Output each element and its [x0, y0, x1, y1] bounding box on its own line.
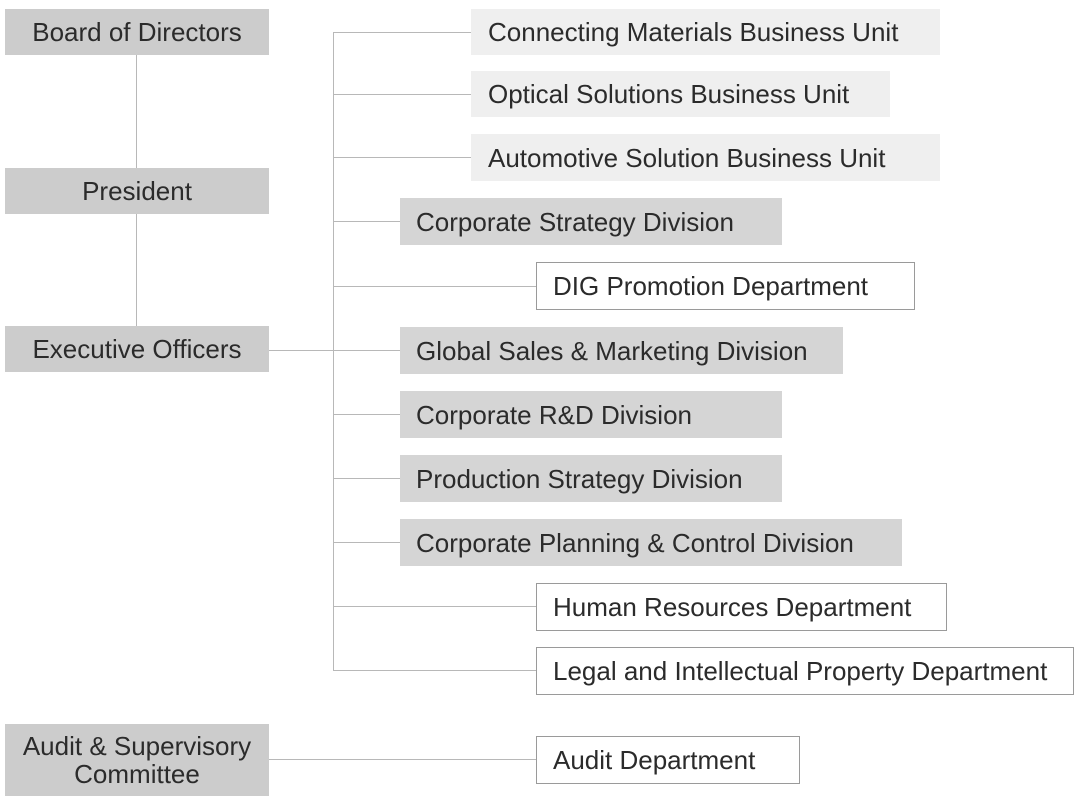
vertical-trunk-line	[333, 32, 334, 670]
corporate-strategy-division-box: Corporate Strategy Division	[400, 198, 782, 245]
audit-committee-line1: Audit & Supervisory	[22, 730, 252, 761]
audit-committee-line2: Committee	[74, 759, 200, 789]
dig-promotion-department-box: DIG Promotion Department	[536, 262, 915, 310]
branch-line	[333, 286, 536, 287]
executive-trunk-connector	[269, 350, 400, 351]
branch-line	[333, 221, 400, 222]
audit-department-box: Audit Department	[536, 736, 800, 784]
board-president-connector	[136, 55, 137, 168]
global-sales-marketing-division-box: Global Sales & Marketing Division	[400, 327, 843, 374]
connecting-materials-unit-box: Connecting Materials Business Unit	[471, 9, 940, 55]
president-executive-connector	[136, 214, 137, 326]
branch-line	[333, 542, 400, 543]
branch-line	[333, 157, 471, 158]
corporate-planning-control-division-box: Corporate Planning & Control Division	[400, 519, 902, 566]
automotive-solution-unit-box: Automotive Solution Business Unit	[471, 134, 940, 181]
branch-line	[333, 670, 536, 671]
branch-line	[333, 94, 471, 95]
optical-solutions-unit-box: Optical Solutions Business Unit	[471, 71, 890, 117]
branch-line	[333, 478, 400, 479]
legal-ip-department-box: Legal and Intellectual Property Departme…	[536, 647, 1074, 695]
audit-supervisory-committee-box: Audit & Supervisory Committee	[5, 724, 269, 796]
branch-line	[333, 606, 536, 607]
production-strategy-division-box: Production Strategy Division	[400, 455, 782, 502]
executive-officers-box: Executive Officers	[5, 326, 269, 372]
branch-line	[333, 414, 400, 415]
human-resources-department-box: Human Resources Department	[536, 583, 947, 631]
board-of-directors-box: Board of Directors	[5, 9, 269, 55]
audit-connector	[269, 759, 536, 760]
president-box: President	[5, 168, 269, 214]
corporate-rd-division-box: Corporate R&D Division	[400, 391, 782, 438]
branch-line	[333, 32, 471, 33]
